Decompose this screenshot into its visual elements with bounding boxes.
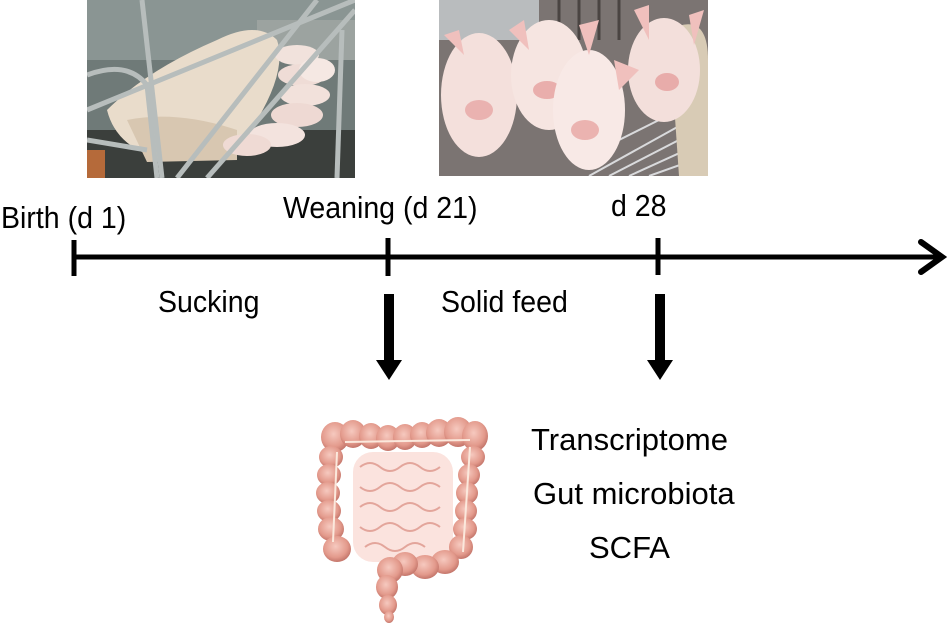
timepoint-label-birth: Birth (d 1) bbox=[1, 200, 127, 235]
timepoint-label-d28: d 28 bbox=[611, 188, 667, 223]
timeline-arrowhead-icon bbox=[918, 239, 948, 275]
period-label-sucking: Sucking bbox=[158, 284, 260, 319]
analysis-gut-microbiota: Gut microbiota bbox=[533, 476, 735, 511]
analysis-scfa: SCFA bbox=[589, 530, 670, 565]
analysis-transcriptome: Transcriptome bbox=[531, 422, 728, 457]
intestine-illustration bbox=[316, 417, 488, 623]
down-arrow-icon bbox=[376, 294, 402, 380]
down-arrow-icon bbox=[647, 294, 673, 380]
period-label-solid-feed: Solid feed bbox=[441, 284, 568, 319]
timeline-axis bbox=[71, 238, 948, 276]
sow-nursing-piglets-photo bbox=[87, 0, 355, 178]
weaned-piglets-photo bbox=[439, 0, 708, 176]
timepoint-label-weaning: Weaning (d 21) bbox=[283, 190, 478, 225]
